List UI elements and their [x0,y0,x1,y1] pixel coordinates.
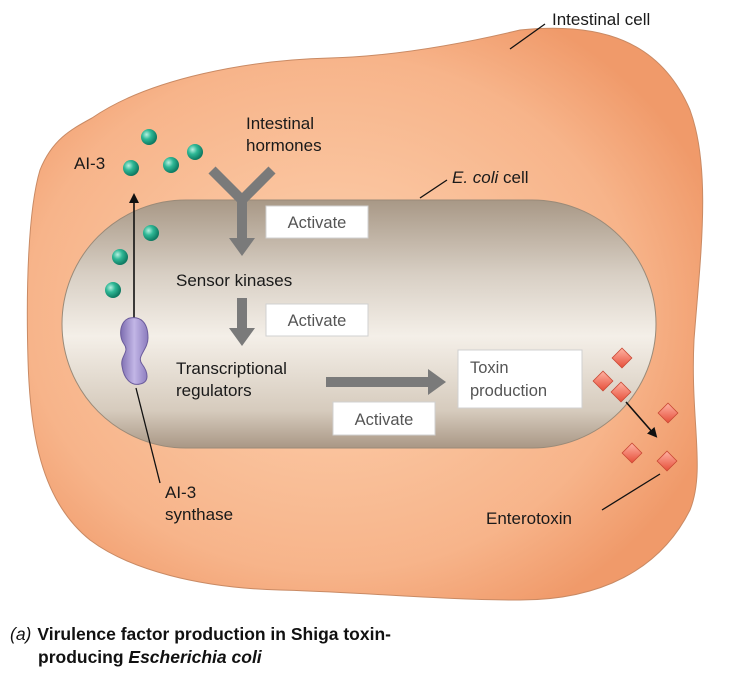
intestinal-cell-label: Intestinal cell [552,10,650,29]
enterotoxin-molecule [610,381,632,403]
toxin-production-line1: Toxin [470,359,509,377]
ai3-synthase-label-line2: synthase [165,505,233,524]
activate-label-3: Activate [355,411,414,429]
intestinal-cell-leader-line [509,23,546,50]
enterotoxin-secretion-arrow [625,401,658,438]
activate-label-1: Activate [288,214,347,232]
figure-caption-line1: (a)Virulence factor production in Shiga … [10,624,391,644]
activate-label-2: Activate [288,312,347,330]
enterotoxin-molecule [611,347,633,369]
ai3-molecule [123,160,139,176]
ai3-molecule [105,282,121,298]
ai3-molecule [112,249,128,265]
transcriptional-regulators-line1: Transcriptional [176,359,287,378]
ecoli-cell-leader-line [419,179,448,199]
ai3-label: AI-3 [74,154,105,173]
transcriptional-regulators-line2: regulators [176,381,252,400]
intestinal-hormones-label-line2: hormones [246,136,322,155]
ai3-molecules [105,129,203,298]
ai3-molecule [163,157,179,173]
enterotoxin-molecule [592,370,614,392]
activate-arrow-3 [326,369,446,395]
hormone-receptor [208,166,276,204]
activate-box-3: Activate [332,401,436,436]
ecoli-cell-label: E. coli cell [452,168,529,187]
enterotoxin-molecule [621,442,643,464]
ai3-synthase-label-line1: AI-3 [165,483,196,502]
intestinal-hormones-label-line1: Intestinal [246,114,314,133]
ai3-synthase-leader-line [135,387,161,484]
enterotoxin-molecule [656,450,678,472]
enterotoxin-leader-line [601,473,661,511]
enterotoxin-molecule [657,402,679,424]
ai3-molecule [143,225,159,241]
activate-arrow-2 [229,298,255,346]
enterotoxin-molecules [592,347,679,472]
activate-box-2: Activate [265,303,369,337]
figure-caption-line2: producing Escherichia coli [38,647,263,667]
toxin-production-line2: production [470,382,547,400]
ai3-molecule [141,129,157,145]
enterotoxin-label: Enterotoxin [486,509,572,528]
activate-box-1: Activate [265,205,369,239]
sensor-kinases-label: Sensor kinases [176,271,292,290]
ai3-synthase-protein [120,317,149,385]
toxin-production-box: Toxin production [457,349,583,409]
ai3-molecule [187,144,203,160]
activate-arrow-1 [229,200,255,256]
